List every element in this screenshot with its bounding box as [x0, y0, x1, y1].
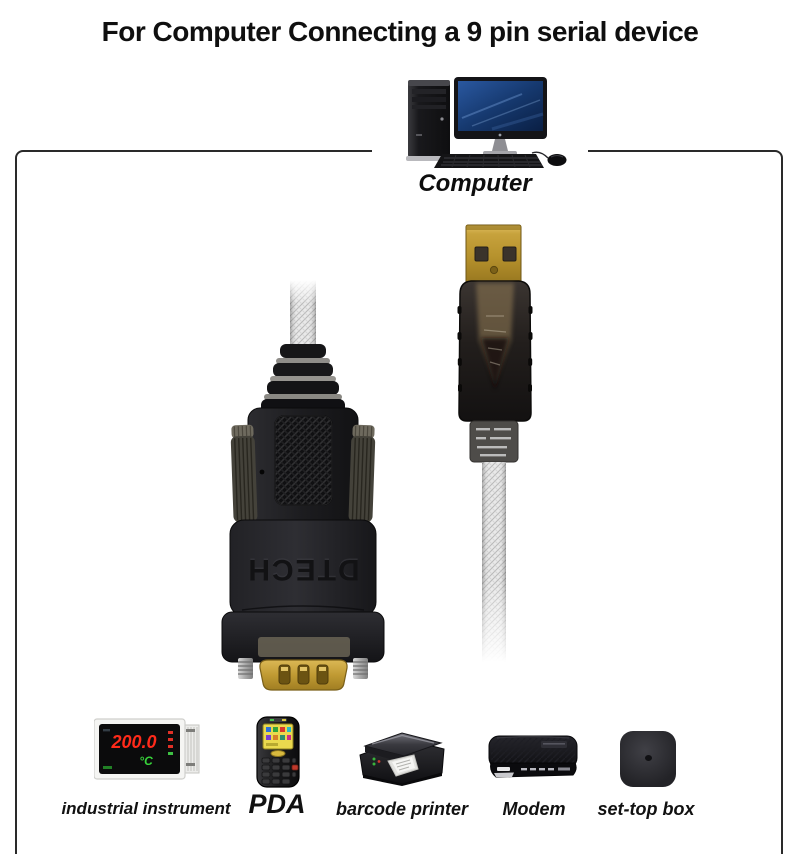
- db9-upper-shell: [247, 407, 359, 523]
- barcode-printer-icon: [352, 717, 452, 787]
- barcode-printer-svg: [359, 732, 445, 786]
- db9-flange: [221, 611, 385, 663]
- usb-plug-icon: [457, 224, 533, 662]
- db9-strain-relief: [261, 344, 345, 414]
- label-modem: Modem: [502, 799, 566, 819]
- monitor: [454, 77, 547, 156]
- svg-text:DTECH: DTECH: [246, 552, 359, 585]
- db9-screws: [238, 658, 368, 679]
- computer-illustration: [372, 74, 588, 170]
- pda-icon: [254, 715, 302, 789]
- computer-icon: [406, 77, 567, 168]
- set-top-box-led: [645, 755, 652, 761]
- db9-thumbscrew-left: [230, 424, 258, 523]
- brand-emboss: DTECH DTECH: [246, 552, 359, 587]
- modem-svg: [488, 735, 578, 778]
- modem-icon: [487, 734, 579, 780]
- page-title: For Computer Connecting a 9 pin serial d…: [101, 16, 699, 47]
- industrial-instrument-icon: 200.0 °C: [93, 717, 202, 781]
- keyboard: [434, 154, 544, 168]
- usb-cable: [480, 462, 508, 662]
- db9-serial-plug-icon: DTECH DTECH: [221, 280, 385, 691]
- pda-svg: [256, 716, 300, 788]
- instrument-unit: °C: [139, 754, 153, 768]
- db9-thumbscrew-right: [348, 424, 376, 523]
- db9-cable: [288, 280, 318, 350]
- usb-strain-relief: [469, 420, 519, 463]
- db9-mid-shell: DTECH DTECH: [229, 519, 377, 617]
- label-industrial-instrument: industrial instrument: [61, 799, 231, 818]
- set-top-box-icon: [620, 731, 676, 787]
- db9-connector-assembly: DTECH DTECH: [218, 280, 388, 692]
- db9-gold-dsub: [259, 659, 348, 691]
- brand-text: DTECH: [246, 553, 359, 586]
- instrument-reading: 200.0: [110, 732, 156, 752]
- desktop-tower: [406, 80, 452, 161]
- label-barcode-printer: barcode printer: [335, 799, 469, 819]
- usb-housing: [457, 280, 533, 422]
- industrial-instrument-svg: 200.0 °C: [93, 718, 200, 780]
- usb-gold-plug: [465, 224, 522, 286]
- label-pda: PDA: [248, 789, 306, 819]
- computer-label: Computer: [418, 170, 532, 197]
- label-set-top-box: set-top box: [597, 799, 695, 819]
- mouse: [531, 151, 567, 166]
- usb-connector-assembly: [450, 220, 540, 662]
